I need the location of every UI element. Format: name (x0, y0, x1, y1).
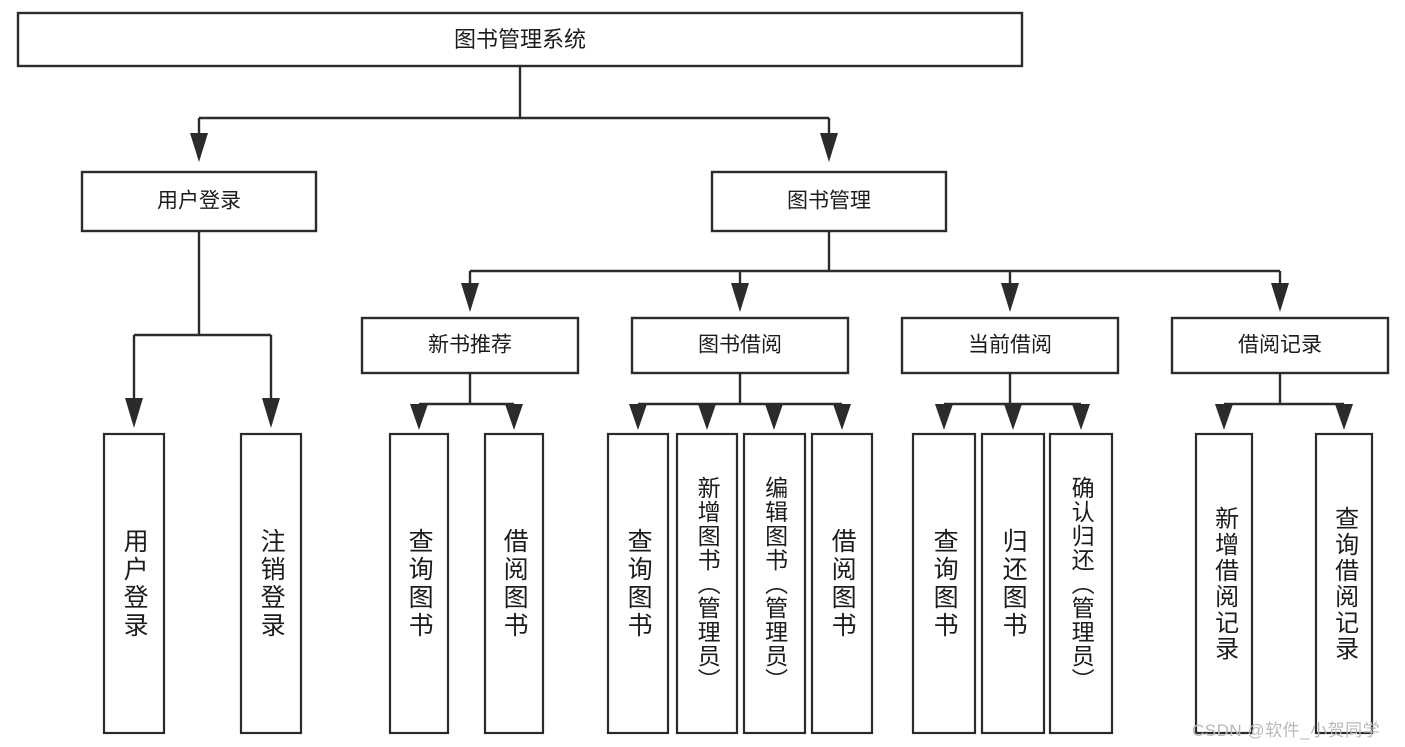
arrow-head-leaf-query-book-rec (410, 404, 428, 430)
node-current-borrow[interactable]: 当前借阅 (900, 316, 1120, 375)
connector-current-borrow-to-leaves (935, 373, 1090, 430)
arrow-head-leaf-user-login (125, 398, 143, 428)
node-leaf-query-book-borrow-box[interactable] (606, 432, 670, 735)
node-leaf-user-login-box[interactable] (102, 432, 166, 735)
node-leaf-logout-box[interactable] (239, 432, 303, 735)
node-book-management[interactable]: 图书管理 (710, 170, 948, 233)
node-book-management-box (710, 170, 948, 233)
node-current-borrow-label: 当前借阅 (968, 334, 1052, 357)
node-current-borrow-box (900, 316, 1120, 375)
arrow-head-leaf-edit-book-admin (765, 404, 783, 430)
connector-new-book-recommend-to-leaves (410, 373, 523, 430)
node-user-login-box (80, 170, 318, 233)
node-new-book-recommend-box (360, 316, 580, 375)
arrow-head-borrow-record (1271, 283, 1289, 312)
csdn-watermark: CSDN @软件_小贺同学 (1192, 721, 1381, 740)
node-borrow-record-label: 借阅记录 (1238, 334, 1322, 357)
arrow-head-user-login (190, 133, 208, 162)
arrow-head-leaf-borrow-book (833, 404, 851, 430)
node-leaf-borrow-book-rec-box[interactable] (483, 432, 545, 735)
node-leaf-query-book-current-box[interactable] (911, 432, 977, 735)
node-leaf-return-book-box[interactable] (980, 432, 1046, 735)
arrow-head-book-management (820, 133, 838, 162)
arrow-head-book-borrow (731, 283, 749, 312)
node-new-book-recommend-label: 新书推荐 (428, 334, 512, 357)
node-user-login-label: 用户登录 (157, 190, 241, 213)
node-leaf-confirm-return-admin-box[interactable] (1048, 432, 1114, 735)
node-borrow-record[interactable]: 借阅记录 (1170, 316, 1390, 375)
node-borrow-record-box (1170, 316, 1390, 375)
node-book-borrow[interactable]: 图书借阅 (630, 316, 850, 375)
leaf-boxes (102, 432, 1374, 735)
arrow-head-leaf-add-book-admin (698, 404, 716, 430)
connector-book-management-to-level3 (461, 231, 1289, 312)
arrow-head-new-book-recommend (461, 283, 479, 312)
node-book-borrow-box (630, 316, 850, 375)
node-leaf-add-book-admin-box[interactable] (675, 432, 739, 735)
arrow-head-leaf-add-borrow-record (1215, 404, 1233, 430)
arrow-head-leaf-logout (262, 398, 280, 428)
node-leaf-edit-book-admin-box[interactable] (742, 432, 807, 735)
node-leaf-add-borrow-record-box[interactable] (1194, 432, 1254, 735)
node-book-borrow-label: 图书借阅 (698, 334, 782, 357)
connector-book-borrow-to-leaves (629, 373, 851, 430)
arrow-head-leaf-query-borrow-record (1335, 404, 1353, 430)
arrow-head-leaf-confirm-return-admin (1072, 404, 1090, 430)
node-root-label: 图书管理系统 (454, 27, 586, 52)
arrow-head-leaf-return-book (1004, 404, 1022, 430)
node-root[interactable]: 图书管理系统 (16, 11, 1024, 68)
connector-user-login-to-leaves (125, 231, 280, 428)
arrow-head-leaf-query-book-borrow (629, 404, 647, 430)
node-leaf-borrow-book-box[interactable] (810, 432, 874, 735)
node-book-management-label: 图书管理 (787, 190, 871, 213)
arrow-head-leaf-query-book-current (935, 404, 953, 430)
node-root-box (16, 11, 1024, 68)
node-leaf-query-book-rec-box[interactable] (388, 432, 450, 735)
arrow-head-current-borrow (1001, 283, 1019, 312)
node-new-book-recommend[interactable]: 新书推荐 (360, 316, 580, 375)
node-leaf-query-borrow-record-box[interactable] (1314, 432, 1374, 735)
arrow-head-leaf-borrow-book-rec (505, 404, 523, 430)
node-user-login[interactable]: 用户登录 (80, 170, 318, 233)
connector-root-to-level2 (190, 66, 838, 162)
connector-borrow-record-to-leaves (1215, 373, 1353, 430)
